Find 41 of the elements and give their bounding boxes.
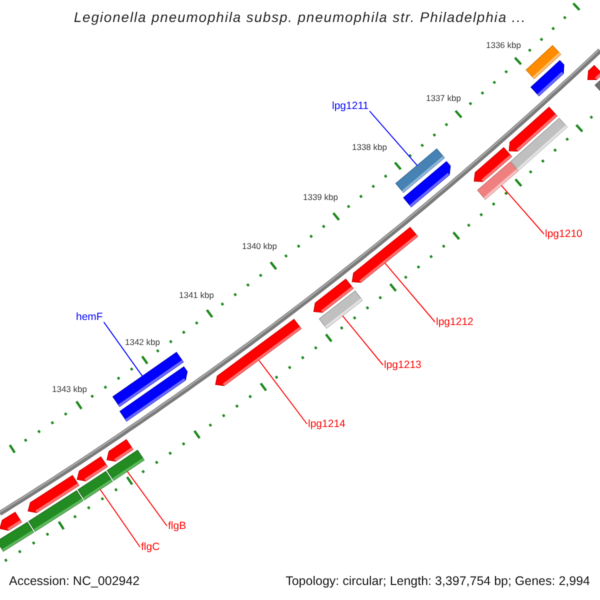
gene-feature [0, 522, 34, 552]
gene-feature [215, 318, 302, 386]
gene-feature [477, 162, 518, 200]
gene-label: lpg1211 [332, 100, 369, 112]
gene-feature [587, 64, 600, 80]
gene-feature [77, 470, 113, 500]
leader-line [103, 322, 143, 377]
footer-text: Accession: NC_002942 [9, 574, 140, 588]
gene-feature [352, 226, 418, 283]
gene-feature [530, 60, 564, 96]
leader-line [369, 110, 418, 166]
scale-label: 1339 kbp [303, 193, 338, 203]
gene-feature [318, 290, 363, 329]
leader-line [384, 262, 436, 322]
scale-label: 1343 kbp [52, 385, 87, 395]
gene-feature [119, 366, 188, 422]
leader-line [500, 185, 544, 234]
gene-feature [106, 450, 145, 481]
gene-label: lpg1214 [308, 418, 346, 430]
scale-label: 1338 kbp [352, 143, 387, 153]
gene-feature [0, 512, 22, 531]
leader-line [258, 360, 308, 424]
gene-label: lpg1210 [545, 228, 582, 240]
scale-label: 1340 kbp [242, 242, 277, 252]
scale-label: 1341 kbp [179, 291, 214, 301]
footer-text: Topology: circular; Length: 3,397,754 bp; Genes: 2,994 [286, 574, 590, 588]
gene-feature [28, 490, 84, 532]
gene-label: lpg1213 [384, 359, 422, 372]
scale-label: 1342 kbp [125, 338, 160, 348]
diagram-title: Legionella pneumophila subsp. pneumophila str. Philadelphia ... [72, 9, 528, 26]
gene-label: hemF [76, 311, 103, 324]
scale-label: 1336 kbp [486, 41, 521, 51]
scale-label: 1337 kbp [426, 94, 461, 104]
leader-line [126, 470, 168, 526]
gene-feature [403, 161, 451, 208]
gene-label: lpg1212 [436, 316, 474, 328]
leader-line [100, 489, 140, 548]
leader-line [342, 315, 384, 366]
gene-feature [510, 118, 568, 171]
gene-label: flgB [168, 520, 186, 532]
gene-label: flgC [141, 541, 160, 554]
